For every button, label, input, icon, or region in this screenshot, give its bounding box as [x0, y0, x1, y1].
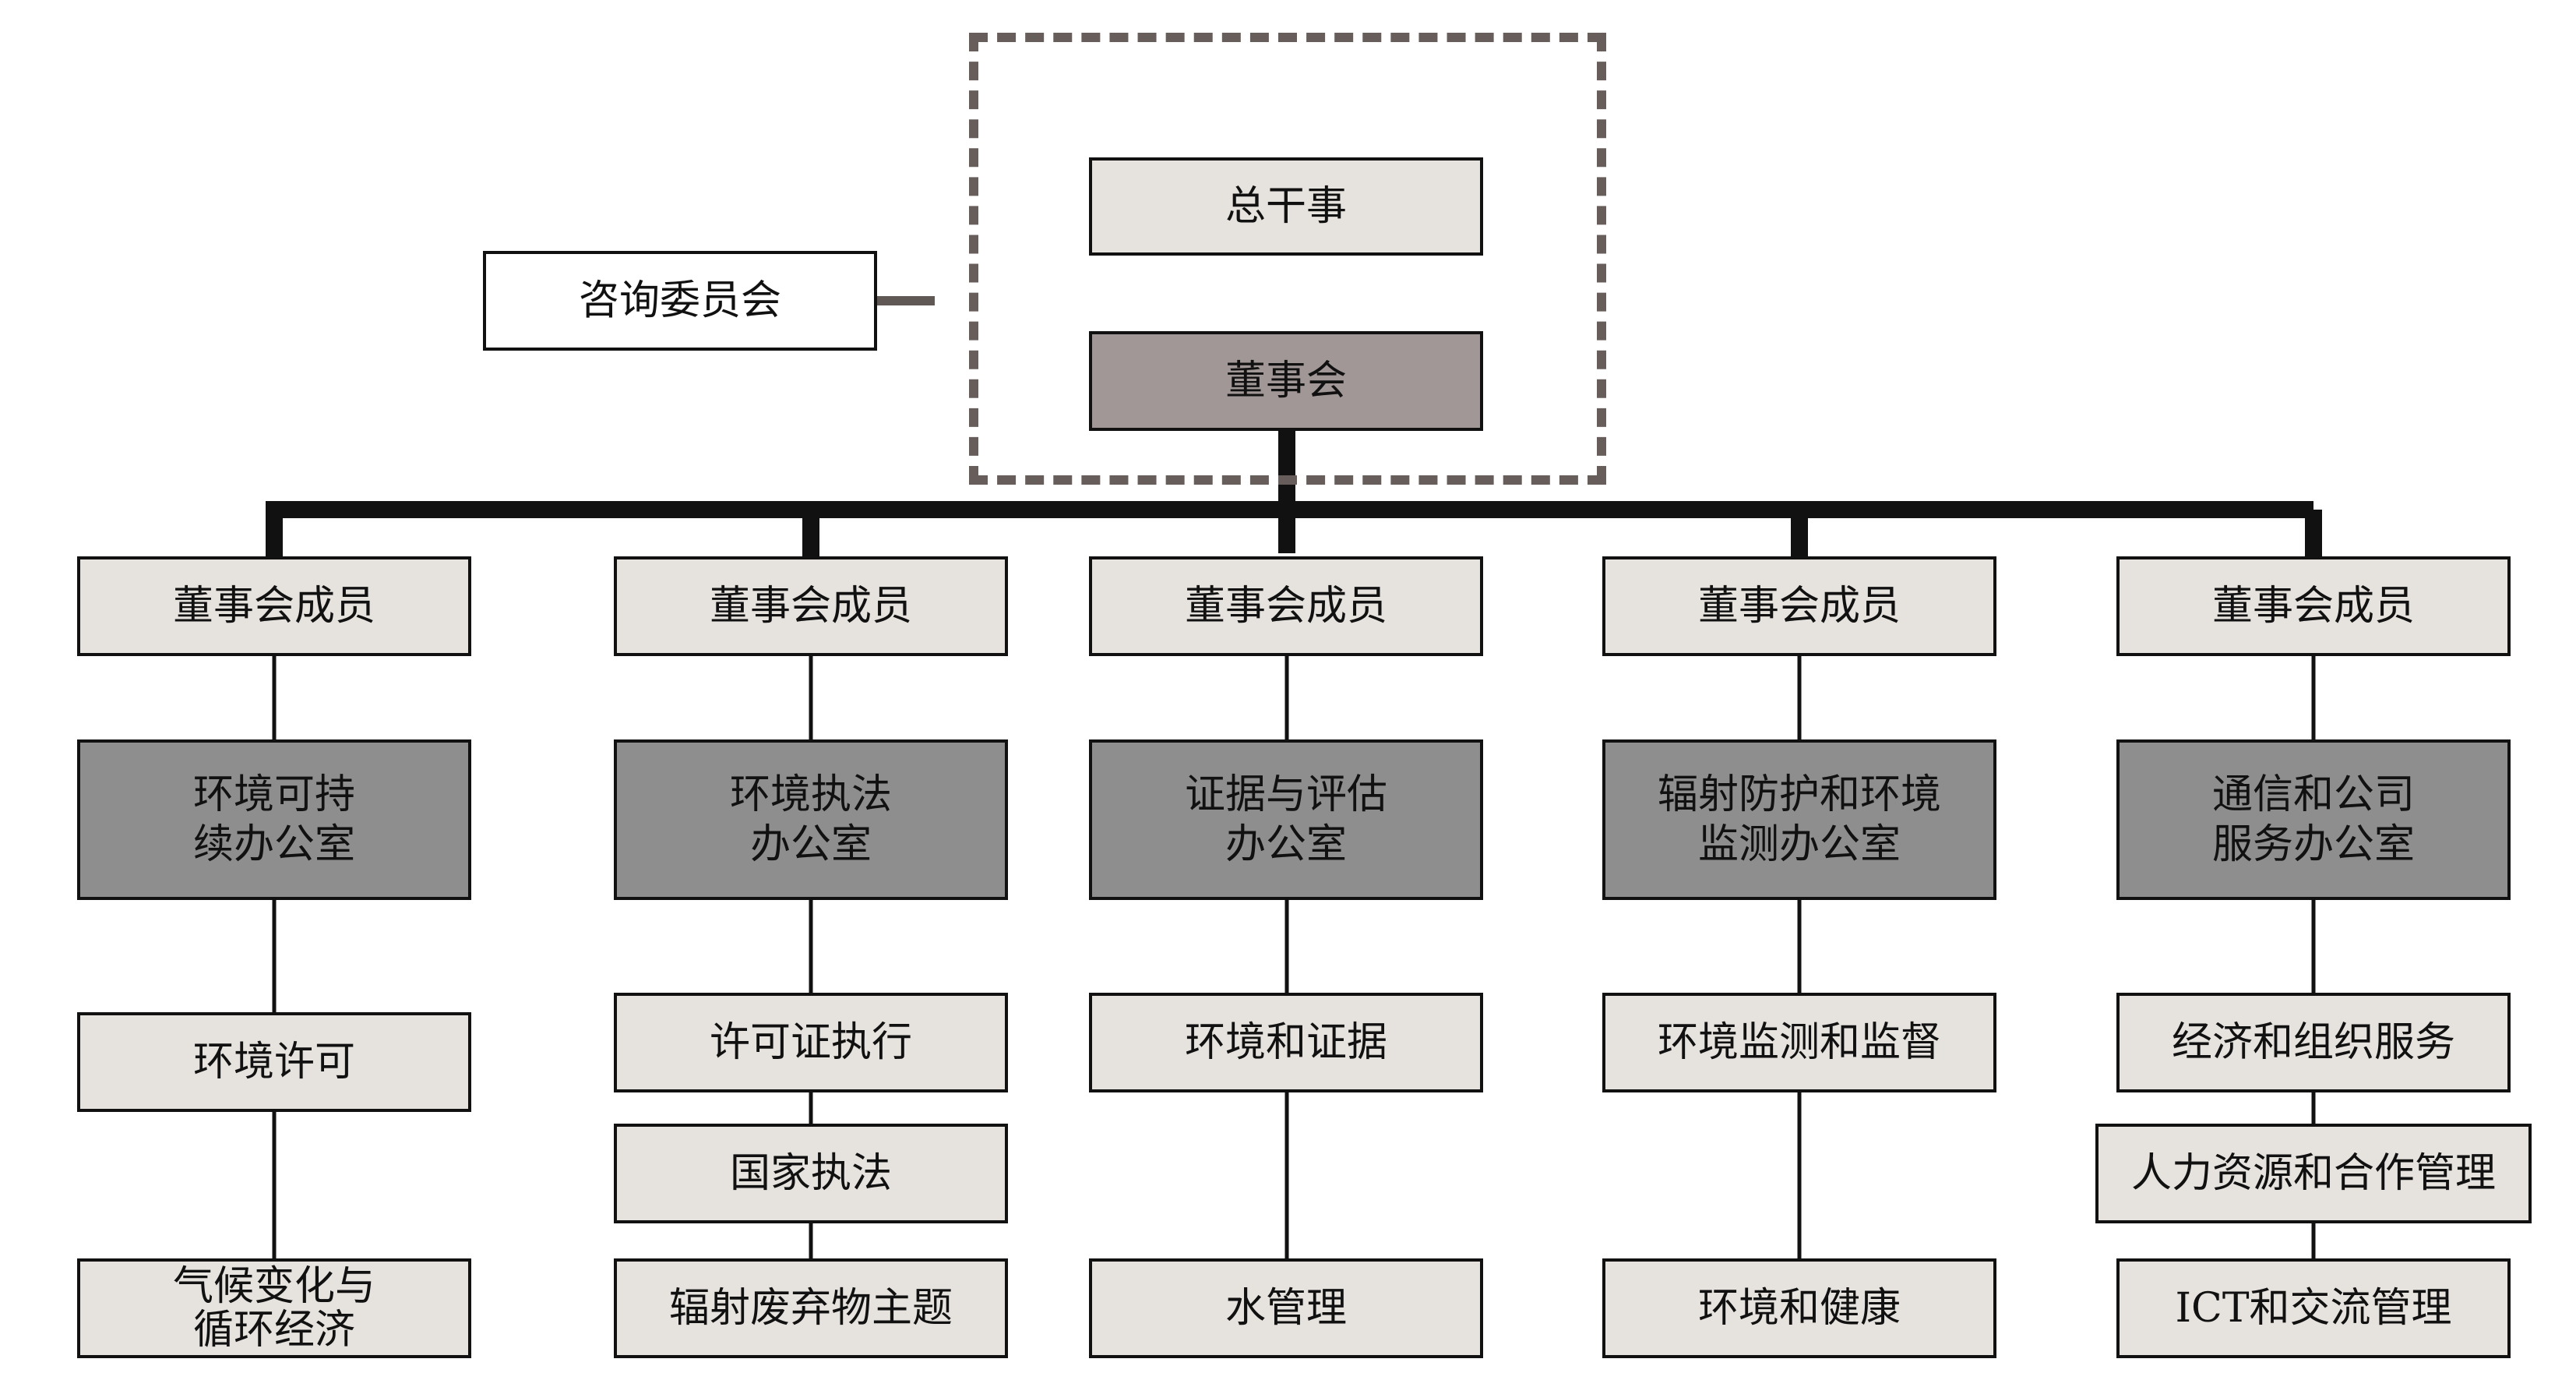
- unit-box: 国家执法: [614, 1124, 1008, 1223]
- office-box: 环境执法 办公室: [614, 739, 1008, 900]
- unit-box: 经济和组织服务: [2116, 993, 2511, 1092]
- office-box: 通信和公司 服务办公室: [2116, 739, 2511, 900]
- board-member-box: 董事会成员: [614, 556, 1008, 656]
- director-general-box: 总干事: [1089, 157, 1483, 256]
- office-box: 环境可持 续办公室: [77, 739, 471, 900]
- unit-box: ICT和交流管理: [2116, 1258, 2511, 1358]
- board-box: 董事会: [1089, 331, 1483, 431]
- unit-box: 环境和证据: [1089, 993, 1483, 1092]
- board-member-box: 董事会成员: [77, 556, 471, 656]
- unit-box: 环境监测和监督: [1602, 993, 1996, 1092]
- unit-box: 许可证执行: [614, 993, 1008, 1092]
- office-box: 证据与评估 办公室: [1089, 739, 1483, 900]
- board-member-box: 董事会成员: [1089, 556, 1483, 656]
- unit-box: 水管理: [1089, 1258, 1483, 1358]
- leadership-dashed-frame: [969, 33, 1606, 485]
- board-member-box: 董事会成员: [2116, 556, 2511, 656]
- office-box: 辐射防护和环境 监测办公室: [1602, 739, 1996, 900]
- unit-box: 气候变化与 循环经济: [77, 1258, 471, 1358]
- advisory-committee-box: 咨询委员会: [483, 251, 877, 351]
- unit-box: 辐射废弃物主题: [614, 1258, 1008, 1358]
- unit-box: 环境和健康: [1602, 1258, 1996, 1358]
- unit-box: 人力资源和合作管理: [2095, 1124, 2532, 1223]
- unit-box: 环境许可: [77, 1012, 471, 1112]
- board-member-box: 董事会成员: [1602, 556, 1996, 656]
